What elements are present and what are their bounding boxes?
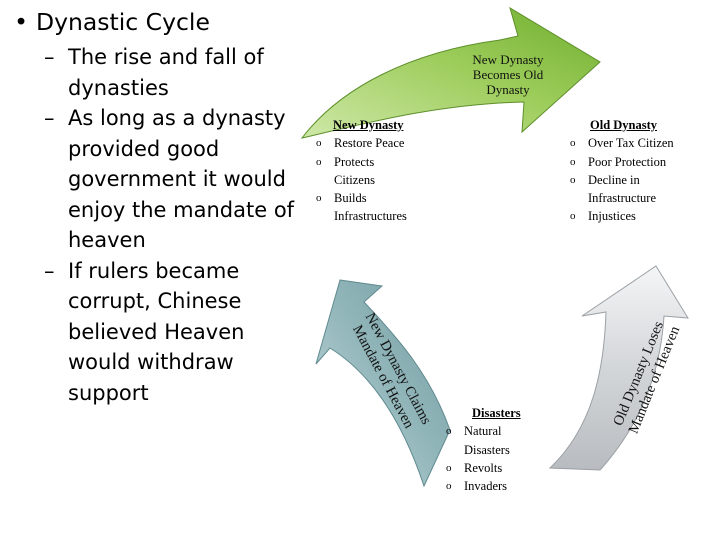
list-item-text: Injustices xyxy=(588,209,636,224)
sub-bullet-text: As long as a dynasty provided good gover… xyxy=(68,106,295,252)
main-bullet-text: Dynastic Cycle xyxy=(36,8,210,36)
dash-marker: – xyxy=(44,258,55,283)
list-item-text: Protects Citizens xyxy=(334,154,375,187)
slide-text: • Dynastic Cycle – The rise and fall of … xyxy=(6,4,306,408)
cycle-arrows xyxy=(300,6,689,488)
right-arrow xyxy=(548,265,689,471)
top-arrow xyxy=(300,6,601,139)
list-item-text: Revolts xyxy=(464,460,503,475)
list-item-text: Over Tax Citizen xyxy=(588,136,674,151)
new-dynasty-title: New Dynasty xyxy=(333,118,404,132)
sub-bullet-text: If rulers became corrupt, Chinese believ… xyxy=(68,258,245,405)
sub-bullet-2: – As long as a dynasty provided good gov… xyxy=(44,103,306,256)
main-bullet: • Dynastic Cycle xyxy=(6,4,306,40)
sub-bullet-3: – If rulers became corrupt, Chinese beli… xyxy=(44,256,306,409)
bullet-dot: • xyxy=(14,8,28,36)
dash-marker: – xyxy=(44,45,55,69)
sub-bullet-text: The rise and fall of dynasties xyxy=(68,45,264,100)
list-item-text: Builds Infrastructures xyxy=(334,191,407,224)
list-item-text: Decline in Infrastructure xyxy=(588,172,657,206)
dynastic-cycle-diagram: New Dynasty Becomes Old Dynasty Old Dyna… xyxy=(300,0,720,540)
dash-marker: – xyxy=(44,106,55,130)
sub-bullet-1: – The rise and fall of dynasties xyxy=(44,42,306,103)
disasters-title: Disasters xyxy=(472,406,521,420)
top-arrow-label: New Dynasty Becomes Old Dynasty xyxy=(472,52,544,97)
list-item-text: Natural Disasters xyxy=(464,424,510,457)
old-dynasty-title: Old Dynasty xyxy=(590,118,658,132)
list-item-text: Poor Protection xyxy=(588,154,667,169)
list-item-text: Restore Peace xyxy=(334,136,405,151)
left-arrow xyxy=(315,279,451,488)
list-item-text: Invaders xyxy=(464,479,508,494)
